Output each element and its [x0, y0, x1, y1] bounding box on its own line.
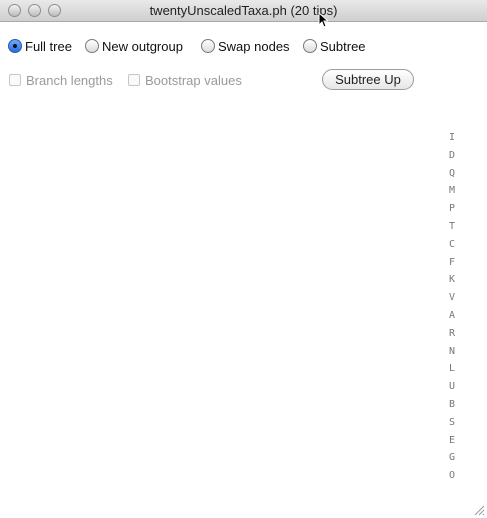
radio-unselected-icon[interactable] [85, 39, 99, 53]
radio-full-tree-label: Full tree [25, 38, 72, 54]
tip-label[interactable]: I [448, 132, 456, 143]
tip-label[interactable]: Q [448, 167, 456, 179]
tip-label[interactable]: C [448, 238, 456, 250]
radio-new-outgroup[interactable]: New outgroup [85, 38, 183, 54]
radio-unselected-icon[interactable] [303, 39, 317, 53]
checkbox-unchecked-icon[interactable] [128, 74, 140, 86]
close-window-button[interactable] [8, 4, 21, 17]
tip-label[interactable]: B [448, 398, 456, 410]
tip-label[interactable]: S [448, 416, 456, 428]
minimize-window-button[interactable] [28, 4, 41, 17]
title-bar[interactable]: twentyUnscaledTaxa.ph (20 tips) [0, 0, 487, 22]
radio-swap-nodes[interactable]: Swap nodes [201, 38, 290, 54]
branch-lengths-label: Branch lengths [26, 72, 113, 88]
radio-unselected-icon[interactable] [201, 39, 215, 53]
resize-grip-icon[interactable] [473, 504, 485, 516]
tip-label[interactable]: R [448, 327, 456, 339]
tip-label[interactable]: O [448, 470, 456, 482]
radio-subtree[interactable]: Subtree [303, 38, 366, 54]
branch-lengths-checkbox[interactable]: Branch lengths [9, 72, 113, 88]
radio-full-tree[interactable]: Full tree [8, 38, 72, 54]
bootstrap-values-label: Bootstrap values [145, 72, 242, 88]
checkbox-unchecked-icon[interactable] [9, 74, 21, 86]
tip-label[interactable]: T [448, 220, 456, 232]
tip-label[interactable]: U [448, 381, 456, 393]
bootstrap-values-checkbox[interactable]: Bootstrap values [128, 72, 242, 88]
radio-swap-nodes-label: Swap nodes [218, 38, 290, 54]
window-title: twentyUnscaledTaxa.ph (20 tips) [149, 3, 338, 18]
radio-selected-icon[interactable] [8, 39, 22, 53]
tip-label[interactable]: A [448, 309, 456, 321]
tip-label[interactable]: D [448, 149, 456, 161]
mouse-pointer-icon [318, 12, 328, 28]
tip-label[interactable]: V [448, 292, 456, 304]
tip-label[interactable]: M [448, 185, 456, 197]
tip-label[interactable]: N [448, 345, 456, 357]
tip-label[interactable]: E [448, 434, 456, 446]
tree-tip-labels: I D Q M P T C F K V A R N L U B S E G O [444, 129, 460, 485]
tip-label[interactable]: L [448, 363, 456, 375]
subtree-up-button[interactable]: Subtree Up [322, 69, 414, 90]
radio-new-outgroup-label: New outgroup [102, 38, 183, 54]
tip-label[interactable]: P [448, 203, 456, 215]
zoom-window-button[interactable] [48, 4, 61, 17]
tip-label[interactable]: F [448, 256, 456, 268]
radio-subtree-label: Subtree [320, 38, 366, 54]
tip-label[interactable]: K [448, 274, 456, 286]
tip-label[interactable]: G [448, 452, 456, 464]
